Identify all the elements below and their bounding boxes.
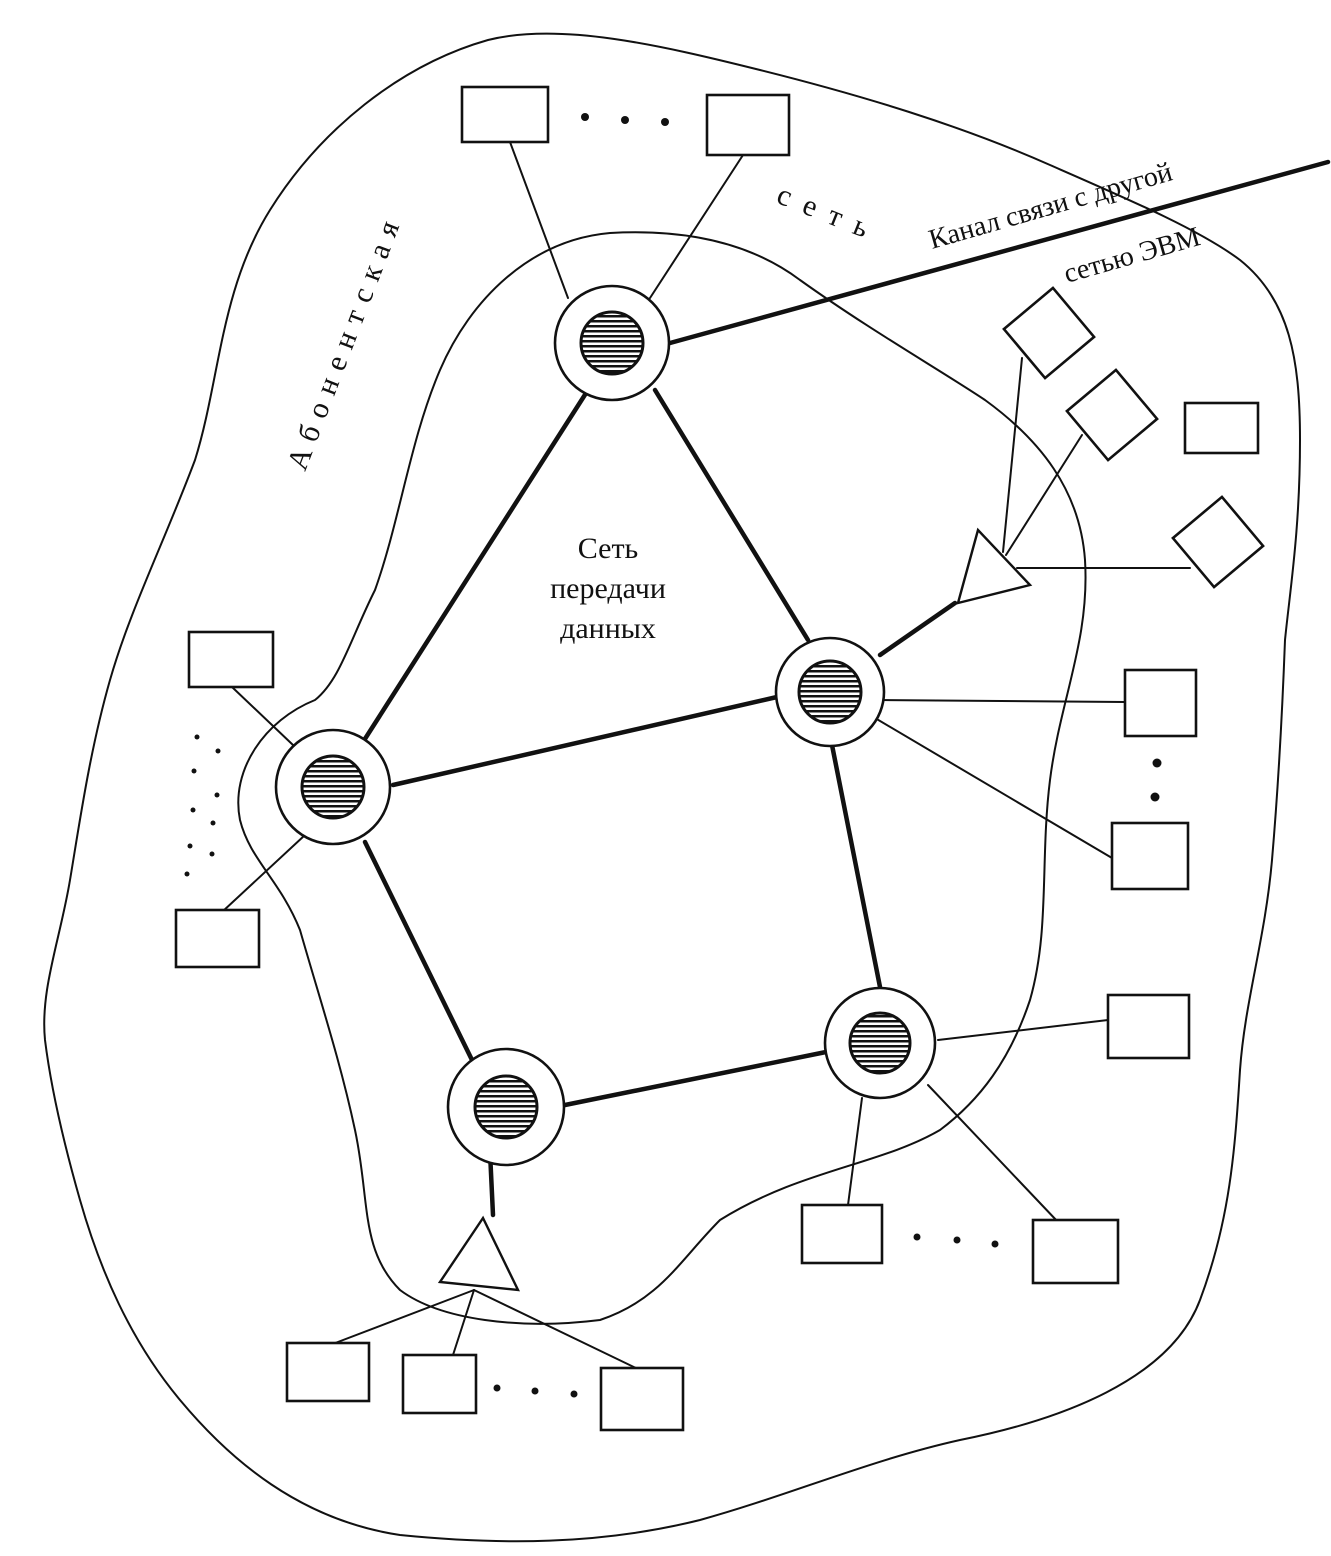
external-channel-line <box>667 159 1331 346</box>
terminal-rect-icon <box>1183 401 1260 455</box>
data-network-label-line3: данных <box>560 612 656 645</box>
hatched-circle-icon <box>797 659 863 725</box>
switching-node-left <box>274 728 392 846</box>
subscriber-network-label-line1: Абонентская <box>281 207 410 474</box>
ellipsis-dots <box>184 113 1162 1398</box>
concentrator-triangle-icon <box>437 1215 521 1292</box>
concentrator-triangle-icon <box>956 527 1033 605</box>
terminal-rect-icon <box>1002 286 1096 380</box>
switching-node-right <box>774 636 886 748</box>
terminal-rect-icon <box>1065 368 1159 462</box>
data-network-boundary <box>237 231 1087 1325</box>
terminal-rect-icon <box>460 85 550 144</box>
terminal-rect-icon <box>285 1341 371 1403</box>
terminal-rect-icon <box>187 630 275 689</box>
hatched-circle-icon <box>473 1074 539 1140</box>
data-network-label-line1: Сеть <box>578 532 638 565</box>
terminal-rect-icon <box>800 1203 884 1265</box>
terminal-rect-icon <box>599 1366 685 1432</box>
terminal-rect-icon <box>401 1353 478 1415</box>
subscriber-network-label-line2: сеть <box>772 178 886 250</box>
hatched-circle-icon <box>579 310 645 376</box>
terminal-rect-icon <box>1123 668 1198 738</box>
switching-node-bottom-right <box>823 986 937 1100</box>
data-network-label-line2: передачи <box>550 572 666 605</box>
hatched-circle-icon <box>848 1011 912 1075</box>
terminal-rect-icon <box>174 908 261 969</box>
hatched-circle-icon <box>300 754 366 820</box>
terminal-rect-icon <box>1031 1218 1120 1285</box>
switching-node-top <box>553 284 671 402</box>
terminal-rect-icon <box>1110 821 1190 891</box>
terminals <box>174 85 1265 1432</box>
terminal-rect-icon <box>705 93 791 157</box>
subscriber-network-boundary <box>43 32 1301 1543</box>
terminal-rect-icon <box>1106 993 1191 1060</box>
switching-node-bottom-left <box>446 1047 566 1167</box>
terminal-rect-icon <box>1171 495 1265 589</box>
backbone-links <box>360 387 883 1108</box>
access-links <box>221 141 1191 1371</box>
